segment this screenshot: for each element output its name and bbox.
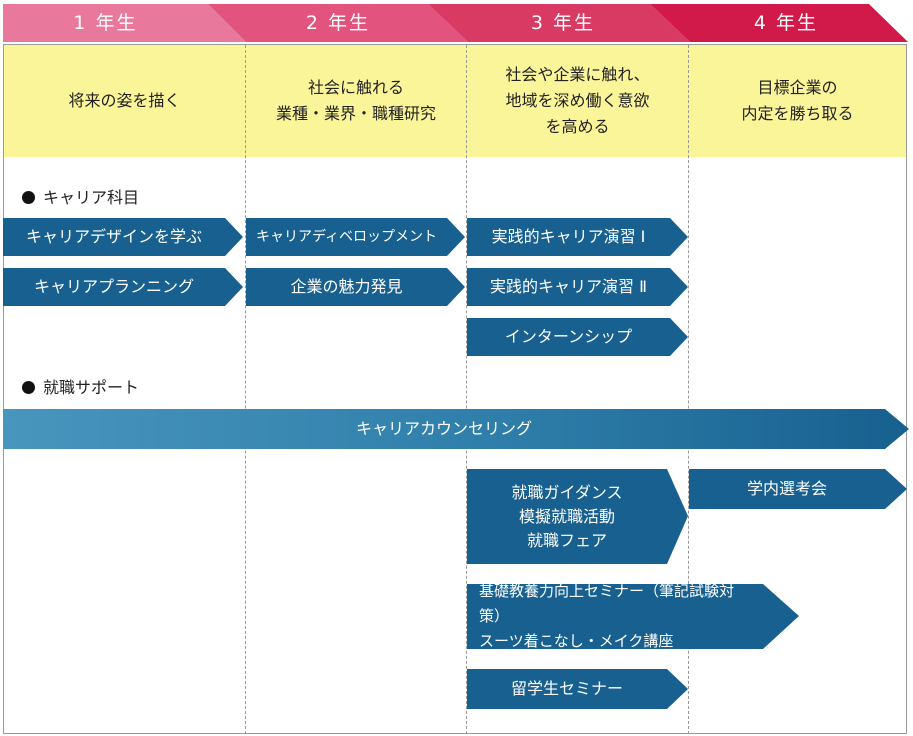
arrow-shape <box>246 268 465 306</box>
course-practical-career-1: 実践的キャリア演習 Ⅰ <box>467 218 688 256</box>
support-international-seminar: 留学生セミナー <box>467 669 688 709</box>
course-career-development: キャリアディベロップメント <box>246 218 465 256</box>
arrow-shape <box>3 268 243 306</box>
support-label: 就職ガイダンス 模擬就職活動 就職フェア <box>511 482 623 550</box>
support-guidance: 就職ガイダンス 模擬就職活動 就職フェア <box>467 469 688 564</box>
goal-year4: 目標企業の 内定を勝ち取る <box>741 78 854 123</box>
course-label: キャリアプランニング <box>33 277 194 296</box>
column-divider <box>688 45 689 734</box>
column-divider <box>466 45 467 734</box>
year-tab-shape <box>208 4 468 42</box>
course-label: キャリアディベロップメント <box>255 229 438 245</box>
course-internship: インターンシップ <box>467 318 688 356</box>
course-label: 実践的キャリア演習 Ⅰ <box>491 227 646 246</box>
bullet-icon <box>22 381 35 394</box>
section-title-text: 就職サポート <box>43 378 140 397</box>
course-label: 企業の魅力発見 <box>290 277 403 296</box>
support-on-campus-selection: 学内選考会 <box>689 469 907 509</box>
year-label: 1 年生 <box>73 12 138 34</box>
course-practical-career-2: 実践的キャリア演習 Ⅱ <box>467 268 688 306</box>
arrow-shape <box>467 268 688 306</box>
course-label: 実践的キャリア演習 Ⅱ <box>490 277 647 296</box>
year-tab-3: 3 年生 <box>428 4 690 42</box>
support-label: キャリアカウンセリング <box>355 419 532 438</box>
section-career-subjects: キャリア科目 <box>22 188 139 208</box>
arrow-shape <box>467 318 688 356</box>
year-label: 3 年生 <box>530 12 596 34</box>
arrow-shape <box>467 669 688 709</box>
arrow-shape <box>467 218 688 256</box>
arrow-shape <box>3 409 909 449</box>
year-label: 2 年生 <box>305 12 371 34</box>
arrow-shape <box>3 218 243 256</box>
goal-year2: 社会に触れる 業種・業界・職種研究 <box>275 78 436 123</box>
goal-year3: 社会や企業に触れ、 地域を深め働く意欲 を高める <box>505 65 650 136</box>
year-tab-1: 1 年生 <box>3 4 246 42</box>
support-career-counseling: キャリアカウンセリング <box>3 409 909 449</box>
column-divider <box>245 45 246 734</box>
section-job-support: 就職サポート <box>22 378 139 398</box>
support-label: 留学生セミナー <box>510 679 623 698</box>
year-label: 4 年生 <box>753 12 819 34</box>
course-career-design: キャリアデザインを学ぶ <box>3 218 243 256</box>
course-label: インターンシップ <box>504 327 633 346</box>
goal-year1: 将来の姿を描く <box>68 91 181 110</box>
year-tab-shape <box>428 4 690 42</box>
arrow-shape <box>467 584 799 649</box>
arrow-shape <box>689 469 907 509</box>
year-tab-4: 4 年生 <box>650 4 908 42</box>
section-title-text: キャリア科目 <box>43 188 140 207</box>
goal-band <box>4 45 906 157</box>
support-label: 学内選考会 <box>746 479 827 498</box>
year-tab-shape <box>650 4 908 42</box>
support-label: 基礎教養力向上セミナー（筆記試験対策） スーツ着こなし・メイク講座 <box>479 582 735 650</box>
support-seminar: 基礎教養力向上セミナー（筆記試験対策） スーツ着こなし・メイク講座 <box>467 582 799 650</box>
arrow-shape <box>467 469 688 564</box>
year-tab-2: 2 年生 <box>208 4 468 42</box>
year-tab-shape <box>3 4 246 42</box>
course-career-planning: キャリアプランニング <box>3 268 243 306</box>
course-company-appeal: 企業の魅力発見 <box>246 268 465 306</box>
bullet-icon <box>22 191 35 204</box>
course-label: キャリアデザインを学ぶ <box>25 227 202 246</box>
arrow-shape <box>246 218 465 256</box>
